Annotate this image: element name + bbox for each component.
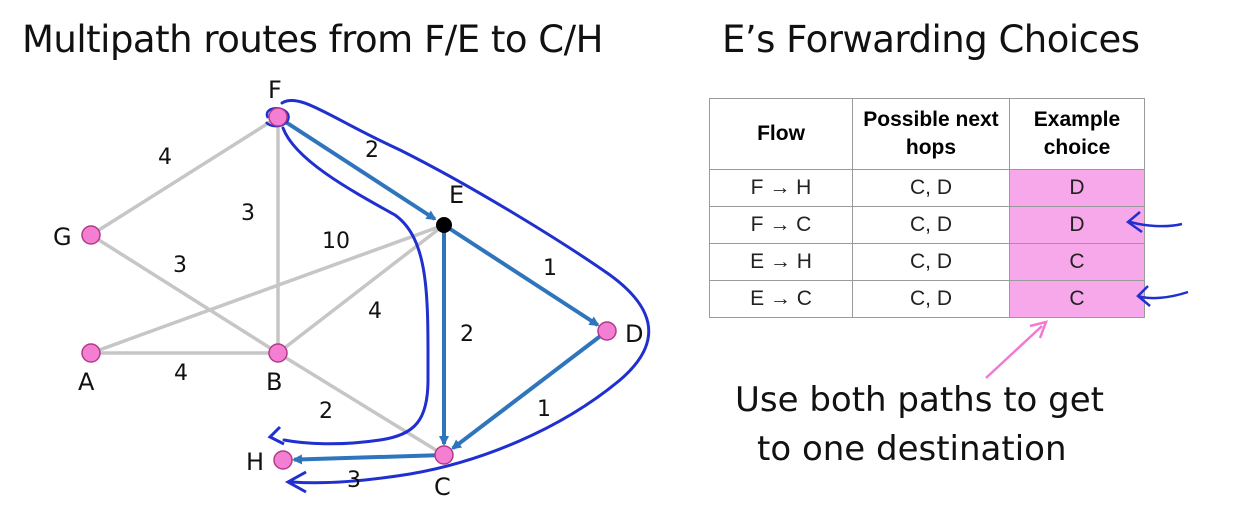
node-b [268, 343, 288, 363]
edge-weight-f-b: 3 [241, 201, 255, 226]
edge-weight-f-g: 4 [158, 145, 172, 170]
cell-next-hops: C, D [852, 243, 1010, 281]
table-row: E → H C, D C [709, 243, 1145, 281]
header-flow: Flow [709, 98, 853, 170]
table-row: F → H C, D D [709, 169, 1145, 207]
checkmark-row-4-icon [1136, 285, 1189, 307]
node-label-a: A [78, 368, 95, 396]
header-next-hops: Possible next hops [852, 98, 1010, 170]
edge-weight-g-b: 3 [173, 253, 187, 278]
edge-b-c [277, 351, 445, 457]
edge-weight-b-e: 4 [368, 299, 382, 324]
node-e [436, 217, 452, 233]
network-graph: 4 3 2 3 10 4 4 2 1 2 1 3 F G E A B D H C [53, 76, 651, 501]
pink-pointer-arrowhead-icon [1029, 320, 1049, 339]
annotation-path-via-c [281, 126, 430, 446]
node-a [81, 343, 101, 363]
cell-choice: C [1009, 243, 1145, 281]
edge-f-e [276, 115, 437, 221]
left-title: Multipath routes from F/E to C/H [22, 18, 603, 61]
annotation-arrowhead-h-top [267, 425, 285, 446]
note-line-1: Use both paths to get [735, 380, 1104, 420]
pink-pointer-arrow-icon [985, 325, 1043, 379]
node-label-d: D [625, 320, 643, 348]
cell-next-hops: C, D [852, 280, 1010, 318]
right-title: E’s Forwarding Choices [722, 18, 1140, 61]
edge-a-e [90, 223, 445, 355]
note-text: Use both paths to get to one destination [735, 376, 1155, 475]
edge-weight-e-d: 1 [543, 256, 557, 281]
cell-flow: E → C [709, 280, 853, 318]
cell-choice: D [1009, 169, 1145, 207]
node-d [597, 321, 617, 341]
forwarding-table: Flow Possible next hops Example choice F… [709, 98, 1145, 318]
node-label-g: G [53, 223, 72, 251]
note-line-2: to one destination [757, 429, 1067, 470]
edge-weight-a-b: 4 [174, 361, 188, 386]
edge-weight-b-c: 2 [319, 399, 333, 424]
cell-choice: C [1009, 280, 1145, 318]
node-label-b: B [266, 368, 282, 396]
annotation-arrowhead-h-bottom [284, 470, 307, 494]
edge-f-g [90, 115, 279, 237]
node-label-h: H [246, 448, 264, 476]
node-label-f: F [268, 76, 282, 104]
edge-c-h [291, 453, 445, 465]
edge-weight-e-c: 2 [460, 322, 474, 347]
cell-flow: F → H [709, 169, 853, 207]
annotation-scribble-f [265, 106, 290, 128]
edge-weight-d-c: 1 [537, 397, 551, 422]
edge-d-c [451, 329, 609, 450]
node-c [434, 445, 454, 465]
node-label-c: C [434, 473, 451, 501]
node-f [268, 107, 288, 127]
table-row: E → C C, D C [709, 280, 1145, 318]
cell-next-hops: C, D [852, 206, 1010, 244]
node-label-e: E [449, 181, 464, 209]
node-h [273, 450, 293, 470]
cell-flow: E → H [709, 243, 853, 281]
annotation-path-via-d [280, 98, 651, 485]
checkmark-row-2-icon [1125, 211, 1183, 234]
edge-weight-a-e: 10 [322, 229, 350, 254]
node-g [81, 225, 101, 245]
edge-weight-c-h: 3 [347, 468, 361, 493]
edge-e-d [442, 223, 600, 327]
edge-weight-f-e: 2 [365, 138, 379, 163]
edge-g-b [90, 233, 279, 355]
